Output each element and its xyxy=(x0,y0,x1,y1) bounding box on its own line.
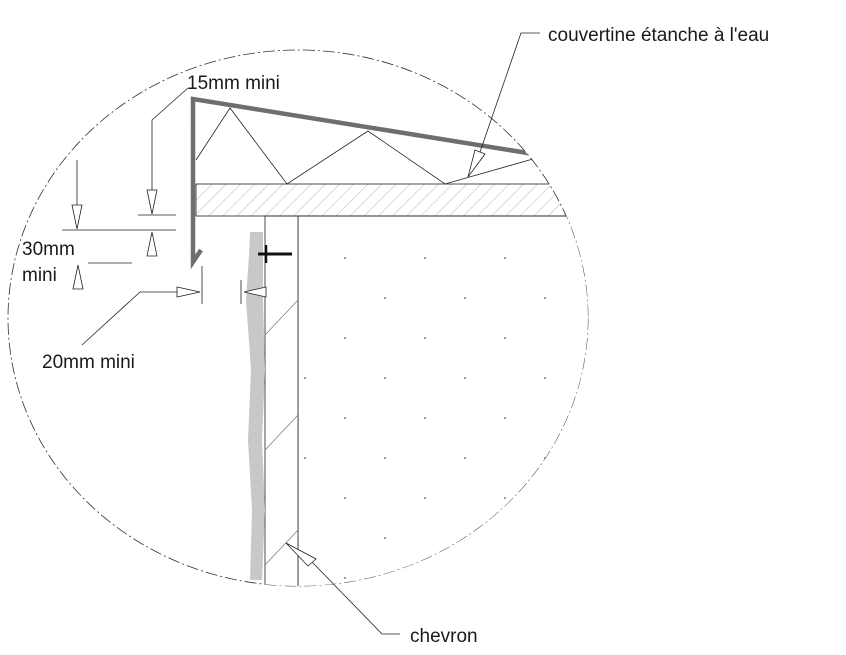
insulation-edge xyxy=(539,156,553,185)
label-drop-line2: mini xyxy=(22,265,57,286)
deck-board xyxy=(195,183,588,217)
wall-block xyxy=(297,215,588,586)
label-rafter: chevron xyxy=(410,626,478,647)
rafter-leader xyxy=(311,561,400,635)
dim-30mm-arrow-top xyxy=(71,204,83,230)
dim-15mm-leader xyxy=(151,87,189,190)
label-gap: 20mm mini xyxy=(42,352,135,373)
coping-leader-arrow xyxy=(467,149,486,178)
dim-20mm-leader xyxy=(81,291,177,346)
dim-30mm-arrow-bottom xyxy=(72,264,84,290)
wall-speckles xyxy=(304,257,546,579)
dim-30mm-arrow-mid xyxy=(146,231,158,257)
coping-leader xyxy=(479,32,540,153)
coping-profile xyxy=(190,96,541,270)
rafter-timber xyxy=(264,215,299,586)
label-coping: couvertine étanche à l'eau xyxy=(548,25,769,46)
dim-15mm-arrow xyxy=(146,189,158,215)
dim-20mm-arrow-left xyxy=(176,286,201,298)
cladding-strip xyxy=(246,232,265,580)
insulation-zigzag xyxy=(195,107,541,185)
rafter-leader-arrow xyxy=(285,542,317,567)
dim-20mm-arrow-right xyxy=(243,286,267,298)
label-drop-line1: 30mm xyxy=(22,239,75,260)
label-overlap-top: 15mm mini xyxy=(187,73,280,94)
rafter-hatching xyxy=(264,299,299,566)
